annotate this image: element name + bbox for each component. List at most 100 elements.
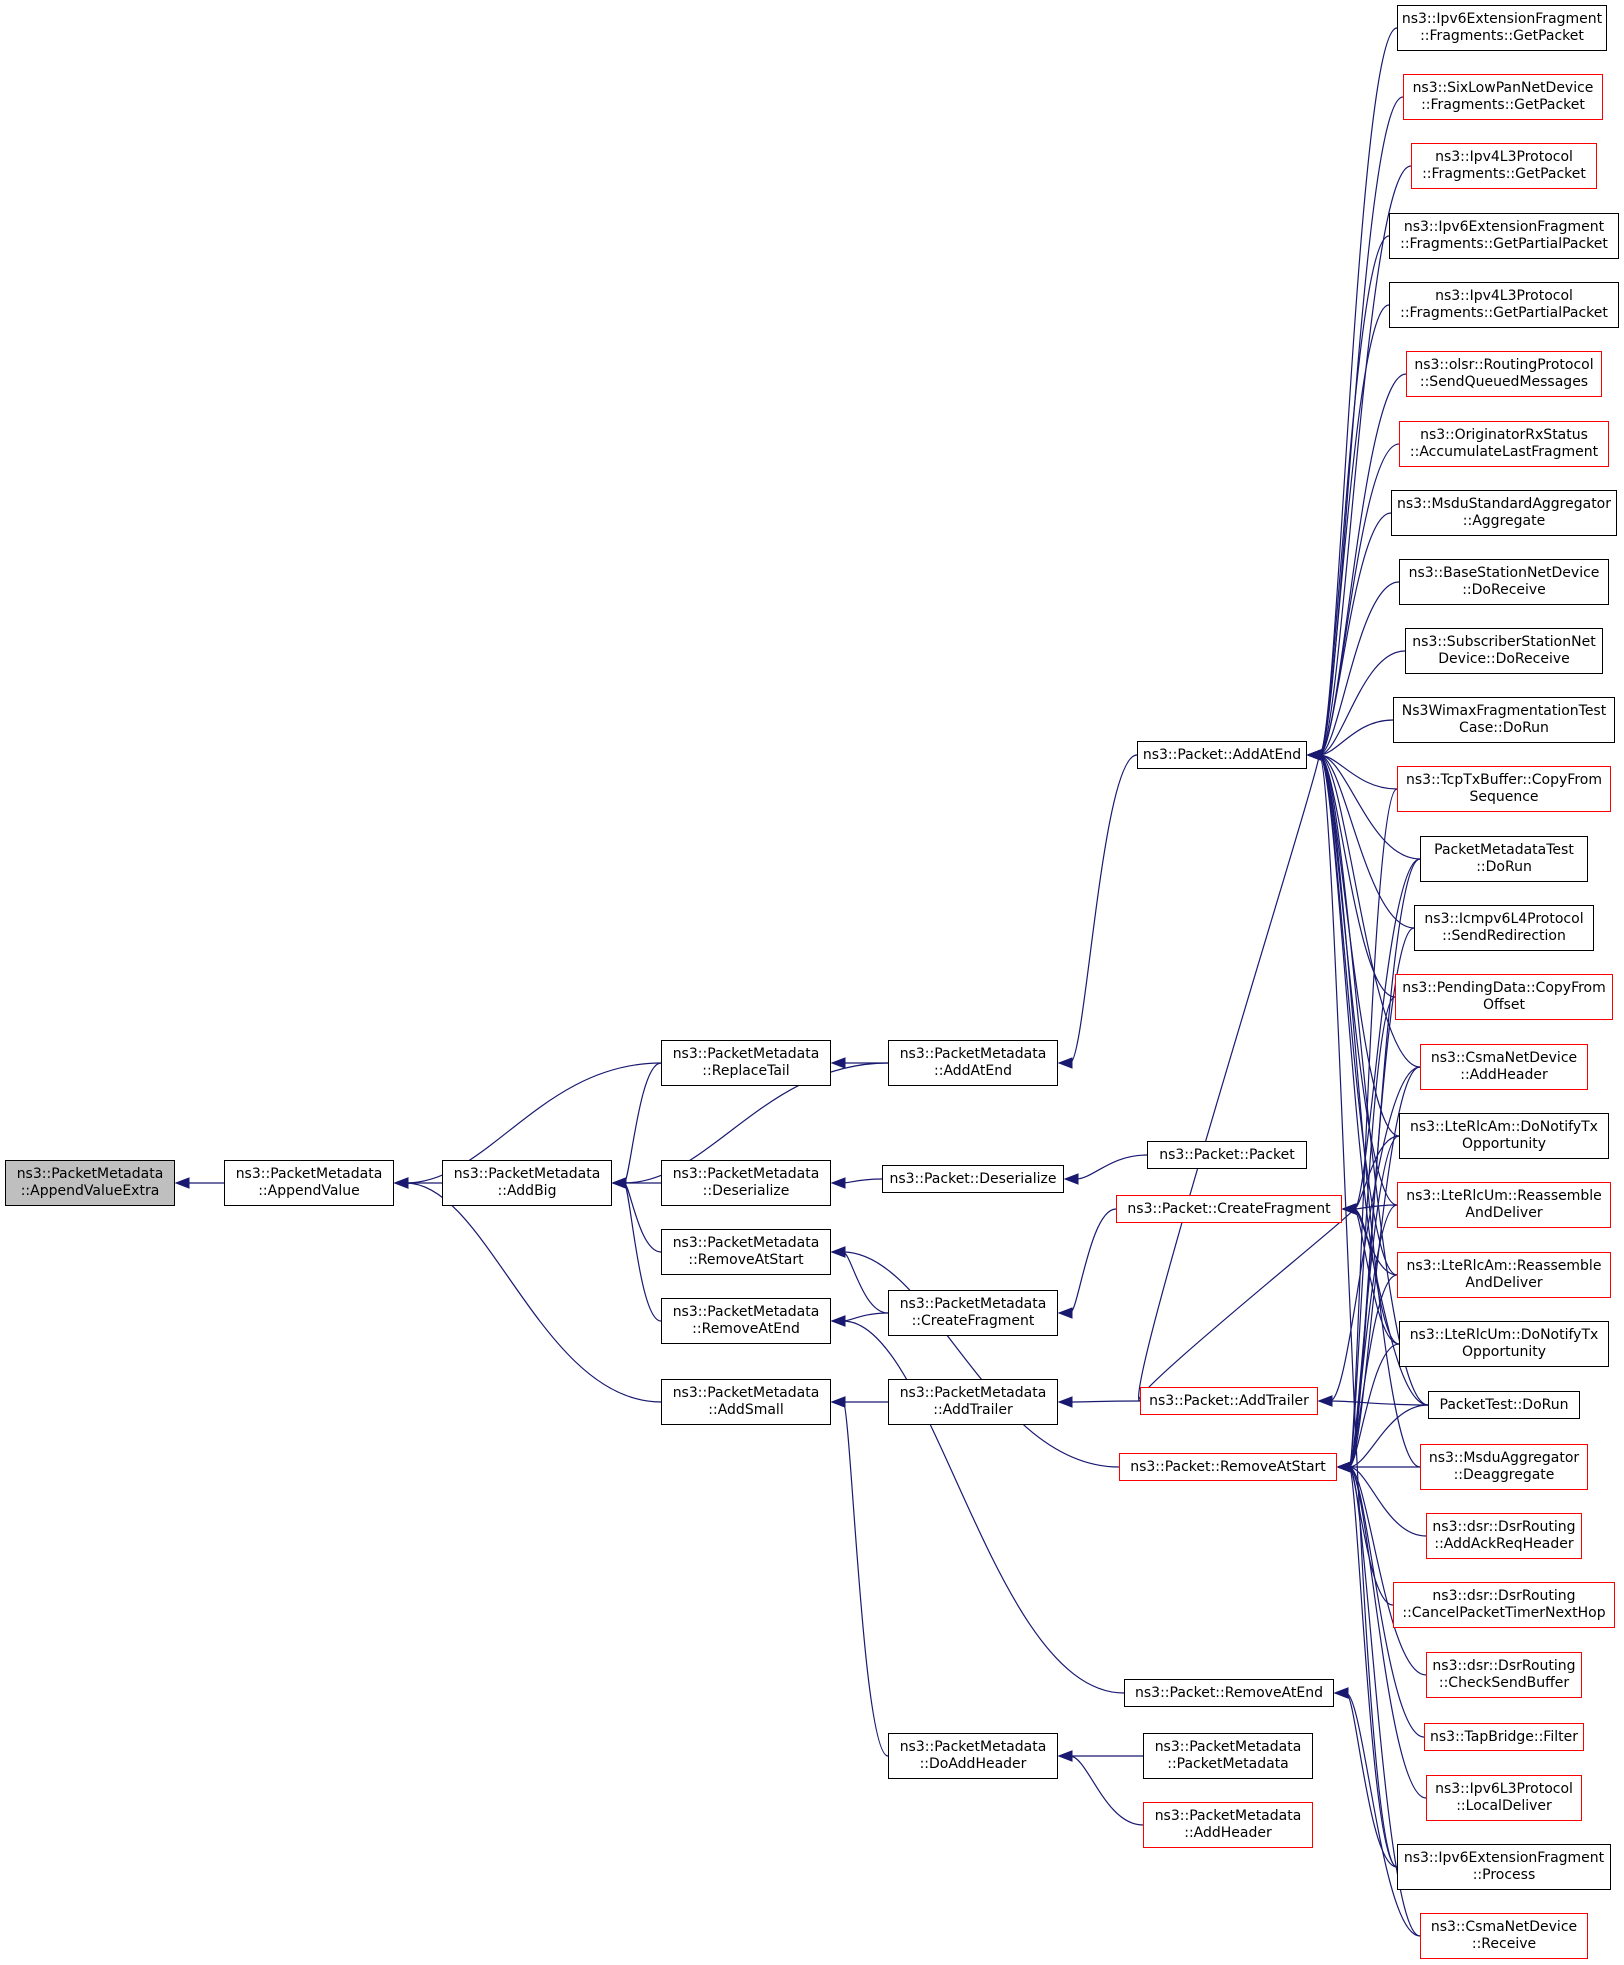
node-label-line-2: ::Fragments::GetPartialPacket bbox=[1400, 236, 1608, 252]
node-label-line-2: Device::DoReceive bbox=[1438, 651, 1570, 667]
node-label-line-1: ns3::PacketMetadata bbox=[16, 1166, 164, 1182]
node-packet-packet[interactable]: ns3::Packet::Packet bbox=[1147, 1141, 1307, 1169]
edge-arrowhead-r21-to-n17 bbox=[1317, 1395, 1333, 1407]
node-packetmetadata-addtrailer[interactable]: ns3::PacketMetadata::AddTrailer bbox=[888, 1379, 1058, 1425]
node-label-line-2: ::AddTrailer bbox=[933, 1402, 1013, 1418]
node-label-line-1: ns3::BaseStationNetDevice bbox=[1408, 565, 1600, 581]
edge-arrowhead-n21-to-n13 bbox=[1057, 1750, 1073, 1762]
node-msdustandardaggregator-aggregate[interactable]: ns3::MsduStandardAggregator::Aggregate bbox=[1391, 490, 1617, 536]
edge-arrowhead-n10-to-n5 bbox=[830, 1177, 846, 1189]
edge-arrowhead-n13-to-n8 bbox=[830, 1396, 846, 1408]
edge-r20-to-n18 bbox=[1348, 1343, 1400, 1468]
node-ipv6l3protocol-localdeliver[interactable]: ns3::Ipv6L3Protocol::LocalDeliver bbox=[1426, 1775, 1582, 1821]
node-originatorrxstatus-accumulatelastfragment[interactable]: ns3::OriginatorRxStatus::AccumulateLastF… bbox=[1399, 421, 1609, 467]
node-packet-removeatstart[interactable]: ns3::Packet::RemoveAtStart bbox=[1119, 1453, 1337, 1481]
node-basestationnetdevice-doreceive[interactable]: ns3::BaseStationNetDevice::DoReceive bbox=[1399, 559, 1609, 605]
node-packetmetadata-replacetail[interactable]: ns3::PacketMetadata::ReplaceTail bbox=[661, 1040, 831, 1086]
node-msduaggregator-deaggregate[interactable]: ns3::MsduAggregator::Deaggregate bbox=[1420, 1444, 1588, 1490]
node-packetmetadata-createfragment[interactable]: ns3::PacketMetadata::CreateFragment bbox=[888, 1290, 1058, 1336]
node-packettest-dorun[interactable]: PacketTest::DoRun bbox=[1428, 1391, 1580, 1419]
edge-n8-to-n2 bbox=[405, 1182, 662, 1403]
node-packetmetadata-appendvalue[interactable]: ns3::PacketMetadata::AppendValue bbox=[224, 1160, 394, 1206]
node-olsr-routingprotocol-sendqueuedmessages[interactable]: ns3::olsr::RoutingProtocol::SendQueuedMe… bbox=[1406, 351, 1602, 397]
node-ipv4l3protocol-fragments-getpartialpacket[interactable]: ns3::Ipv4L3Protocol::Fragments::GetParti… bbox=[1389, 282, 1619, 328]
node-label-line-1: ns3::CsmaNetDevice bbox=[1430, 1050, 1578, 1066]
node-dsrrouting-addackreqheader[interactable]: ns3::dsr::DsrRouting::AddAckReqHeader bbox=[1426, 1513, 1582, 1559]
node-dsrrouting-cancelpackettimernexthop[interactable]: ns3::dsr::DsrRouting::CancelPacketTimerN… bbox=[1393, 1582, 1615, 1628]
node-label-line-2: ::RemoveAtEnd bbox=[692, 1321, 800, 1337]
node-packetmetadata-addbig[interactable]: ns3::PacketMetadata::AddBig bbox=[442, 1160, 612, 1206]
node-label-line-1: ns3::PendingData::CopyFrom bbox=[1402, 980, 1606, 996]
node-label-line-1: ns3::Ipv4L3Protocol bbox=[1435, 149, 1573, 165]
node-label-line-2: ::AddBig bbox=[497, 1183, 557, 1199]
edge-n14-to-n9 bbox=[1069, 754, 1138, 1064]
edge-r9-to-n14 bbox=[1318, 581, 1400, 756]
node-label-line-1: ns3::PacketMetadata bbox=[672, 1046, 820, 1062]
edge-r29-to-n19 bbox=[1345, 1692, 1421, 1937]
node-packet-addtrailer[interactable]: ns3::Packet::AddTrailer bbox=[1140, 1387, 1318, 1415]
node-label-line-2: Offset bbox=[1482, 997, 1526, 1013]
edge-r20-to-n14 bbox=[1318, 754, 1400, 1345]
node-label-line-2: ::Deserialize bbox=[702, 1183, 790, 1199]
node-packet-createfragment[interactable]: ns3::Packet::CreateFragment bbox=[1116, 1195, 1342, 1223]
node-ipv6extensionfragment-fragments-getpartialpacket[interactable]: ns3::Ipv6ExtensionFragment::Fragments::G… bbox=[1389, 213, 1619, 259]
node-packet-removeatend[interactable]: ns3::Packet::RemoveAtEnd bbox=[1124, 1679, 1334, 1707]
node-packetmetadatatest-dorun[interactable]: PacketMetadataTest::DoRun bbox=[1420, 836, 1588, 882]
node-label-line-2: ::RemoveAtStart bbox=[688, 1252, 804, 1268]
node-packetmetadata-deserialize[interactable]: ns3::PacketMetadata::Deserialize bbox=[661, 1160, 831, 1206]
node-label-line-2: ::AddHeader bbox=[1184, 1825, 1272, 1841]
node-packetmetadata-addheader[interactable]: ns3::PacketMetadata::AddHeader bbox=[1143, 1802, 1313, 1848]
node-ipv6extensionfragment-process[interactable]: ns3::Ipv6ExtensionFragment::Process bbox=[1397, 1844, 1611, 1890]
node-sixlowpannetdevice-fragments-getpacket[interactable]: ns3::SixLowPanNetDevice::Fragments::GetP… bbox=[1403, 74, 1603, 120]
edge-r29-to-n18 bbox=[1348, 1466, 1421, 1937]
node-packetmetadata-addatend[interactable]: ns3::PacketMetadata::AddAtEnd bbox=[888, 1040, 1058, 1086]
node-label-line-1: ns3::Ipv6ExtensionFragment bbox=[1403, 219, 1605, 235]
edge-n19-to-n7 bbox=[842, 1320, 1125, 1694]
node-label-line-1: ns3::LteRlcUm::DoNotifyTx bbox=[1409, 1327, 1599, 1343]
node-label-line-1: ns3::Packet::RemoveAtEnd bbox=[1135, 1684, 1323, 1701]
node-packet-addatend[interactable]: ns3::Packet::AddAtEnd bbox=[1137, 741, 1307, 769]
node-label-line-2: ::PacketMetadata bbox=[1167, 1756, 1289, 1772]
node-label-line-2: Sequence bbox=[1469, 789, 1539, 805]
node-label-line-2: Opportunity bbox=[1461, 1344, 1546, 1360]
edge-n18-to-n6 bbox=[842, 1251, 1120, 1468]
node-packetmetadata-removeatstart[interactable]: ns3::PacketMetadata::RemoveAtStart bbox=[661, 1229, 831, 1275]
node-packetmetadata-doaddheader[interactable]: ns3::PacketMetadata::DoAddHeader bbox=[888, 1733, 1058, 1779]
node-label-line-1: ns3::PacketMetadata bbox=[672, 1235, 820, 1251]
node-packet-deserialize[interactable]: ns3::Packet::Deserialize bbox=[882, 1165, 1064, 1193]
node-ipv4l3protocol-fragments-getpacket[interactable]: ns3::Ipv4L3Protocol::Fragments::GetPacke… bbox=[1411, 143, 1597, 189]
node-icmpv6l4protocol-sendredirection[interactable]: ns3::Icmpv6L4Protocol::SendRedirection bbox=[1414, 905, 1594, 951]
node-packetmetadata-removeatend[interactable]: ns3::PacketMetadata::RemoveAtEnd bbox=[661, 1298, 831, 1344]
node-csmanetdevice-addheader[interactable]: ns3::CsmaNetDevice::AddHeader bbox=[1420, 1044, 1588, 1090]
node-tapbridge-filter[interactable]: ns3::TapBridge::Filter bbox=[1424, 1723, 1584, 1751]
node-label-line-1: ns3::Packet::Deserialize bbox=[889, 1170, 1057, 1187]
node-label-line-2: ::AppendValue bbox=[258, 1183, 360, 1199]
node-label-line-2: ::DoRun bbox=[1476, 859, 1532, 875]
node-dsrrouting-checksendbuffer[interactable]: ns3::dsr::DsrRouting::CheckSendBuffer bbox=[1426, 1652, 1582, 1698]
node-ipv6extensionfragment-fragments-getpacket[interactable]: ns3::Ipv6ExtensionFragment::Fragments::G… bbox=[1397, 5, 1607, 51]
node-label-line-2: ::Deaggregate bbox=[1453, 1467, 1555, 1483]
node-label-line-2: AndDeliver bbox=[1465, 1205, 1543, 1221]
node-label-line-1: ns3::PacketMetadata bbox=[235, 1166, 383, 1182]
node-packetmetadata-addsmall[interactable]: ns3::PacketMetadata::AddSmall bbox=[661, 1379, 831, 1425]
node-label-line-1: ns3::Packet::AddTrailer bbox=[1149, 1392, 1309, 1409]
node-label-line-1: ns3::LteRlcUm::Reassemble bbox=[1406, 1188, 1602, 1204]
node-label-line-1: ns3::PacketMetadata bbox=[899, 1385, 1047, 1401]
edge-r15-to-n18 bbox=[1348, 996, 1396, 1468]
node-label-line-1: ns3::PacketMetadata bbox=[672, 1304, 820, 1320]
node-csmanetdevice-receive[interactable]: ns3::CsmaNetDevice::Receive bbox=[1420, 1913, 1588, 1959]
node-label-line-1: ns3::Packet::RemoveAtStart bbox=[1130, 1458, 1326, 1475]
node-label-line-2: ::CreateFragment bbox=[911, 1313, 1035, 1329]
node-packetmetadata-packetmetadata[interactable]: ns3::PacketMetadata::PacketMetadata bbox=[1143, 1733, 1313, 1779]
node-label-line-2: ::SendQueuedMessages bbox=[1419, 374, 1589, 390]
node-label-line-1: ns3::PacketMetadata bbox=[899, 1739, 1047, 1755]
